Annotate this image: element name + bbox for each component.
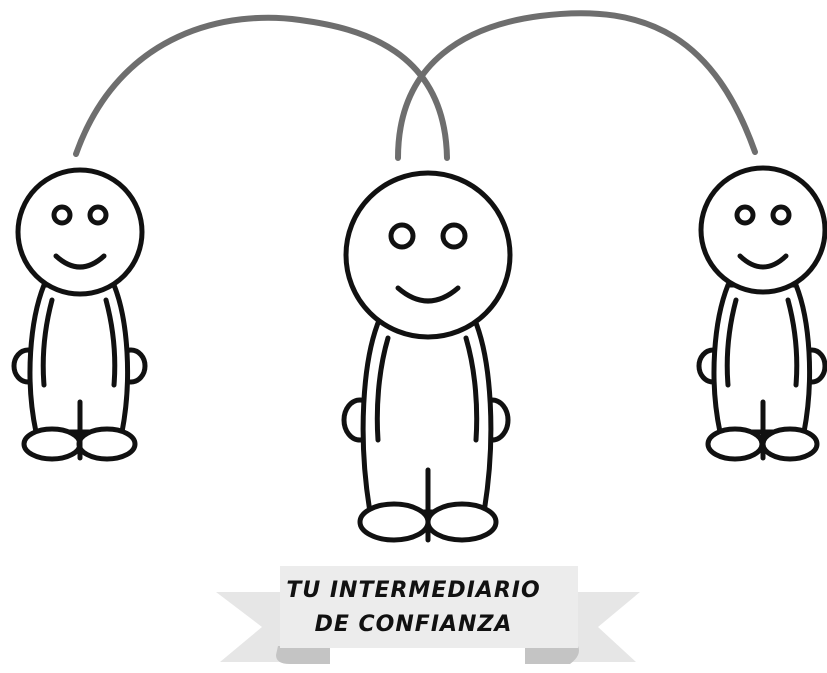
ribbon-face xyxy=(280,566,578,648)
left-foot xyxy=(357,501,431,543)
arm-line xyxy=(724,297,739,388)
head xyxy=(698,165,827,295)
eye xyxy=(87,204,109,226)
eye xyxy=(734,204,756,226)
smile xyxy=(737,253,789,270)
arm-line xyxy=(463,335,480,443)
eye xyxy=(440,222,468,250)
right-foot xyxy=(425,501,499,543)
eye xyxy=(388,222,416,250)
left-foot xyxy=(705,426,765,462)
connector-left-to-center xyxy=(73,14,450,161)
ribbon-banner xyxy=(216,566,640,664)
right-foot xyxy=(760,426,820,462)
arm-line xyxy=(103,297,118,388)
left-foot xyxy=(21,426,83,462)
banner-line-1: TU INTERMEDIARIO xyxy=(286,578,541,603)
banner-line-2: DE CONFIANZA xyxy=(314,612,513,637)
ribbon-fold-left xyxy=(276,646,330,664)
right-foot xyxy=(76,426,138,462)
eye xyxy=(770,204,792,226)
intermediary-person xyxy=(341,170,513,543)
smile xyxy=(395,285,461,304)
arm-line xyxy=(40,297,55,388)
connector-center-to-right xyxy=(395,10,758,161)
ribbon-fold-right xyxy=(525,646,579,664)
right-person xyxy=(696,165,827,462)
arm-line xyxy=(374,335,391,443)
left-person xyxy=(11,167,148,462)
eye xyxy=(51,204,73,226)
head xyxy=(15,167,145,297)
arm-line xyxy=(785,297,800,388)
head xyxy=(343,170,513,340)
smile xyxy=(53,253,107,270)
